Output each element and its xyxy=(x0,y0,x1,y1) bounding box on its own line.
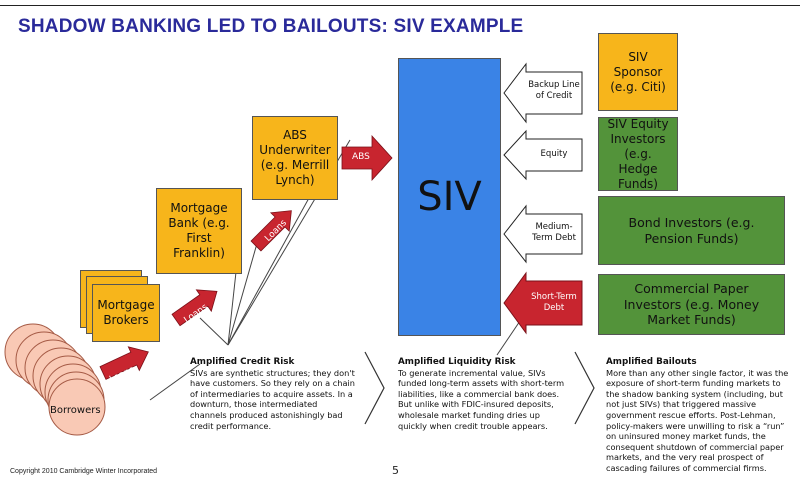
medium-term-arrow xyxy=(503,204,583,264)
connector-line xyxy=(227,177,321,346)
chevron-right-icon xyxy=(364,351,385,425)
equity-label: Equity xyxy=(540,149,568,159)
credit-risk-body: SIVs are synthetic structures; they don'… xyxy=(190,367,355,431)
backup-arrow xyxy=(503,62,583,124)
bailouts-body: More than any other single factor, it wa… xyxy=(606,367,789,473)
siv-equity-investors-box: SIV Equity Investors (e.g. Hedge Funds) xyxy=(598,117,678,191)
liquidity-risk-title: Amplified Liquidity Risk xyxy=(398,357,516,367)
connector-line xyxy=(199,317,229,346)
medium-term-label: Medium-Term Debt xyxy=(532,222,576,243)
chevron-right-icon xyxy=(574,351,595,425)
page-title: SHADOW BANKING LED TO BAILOUTS: SIV EXAM… xyxy=(18,16,524,37)
bailouts-title: Amplified Bailouts xyxy=(606,357,697,367)
bond-investors-box: Bond Investors (e.g. Pension Funds) xyxy=(598,196,785,265)
borrowers-label: Borrowers xyxy=(50,405,101,416)
credit-risk-text: Amplified Credit Risk SIVs are synthetic… xyxy=(190,357,355,431)
loans-arrow-1 xyxy=(99,346,149,380)
top-rule xyxy=(0,5,800,6)
borrowers-group xyxy=(4,323,106,436)
commercial-paper-investors-box: Commercial Paper Investors (e.g. Money M… xyxy=(598,274,785,335)
siv-box: SIV xyxy=(398,58,501,336)
bailouts-text: Amplified Bailouts More than any other s… xyxy=(606,357,796,474)
copyright-text: Copyright 2010 Cambridge Winter Incorpor… xyxy=(10,468,158,475)
connector-line xyxy=(227,271,237,346)
mortgage-brokers-box: Mortgage Brokers xyxy=(92,284,160,342)
equity-arrow xyxy=(503,129,583,181)
abs-label: ABS xyxy=(352,152,370,162)
loans-arrow-3 xyxy=(250,210,292,252)
loans-arrow-2 xyxy=(171,289,218,327)
abs-underwriter-box: ABS Underwriter (e.g. Merrill Lynch) xyxy=(252,116,338,200)
siv-sponsor-box: SIV Sponsor (e.g. Citi) xyxy=(598,33,678,111)
connector-line xyxy=(496,317,523,356)
credit-risk-title: Amplified Credit Risk xyxy=(190,357,295,367)
backup-label: Backup Line of Credit xyxy=(528,80,580,101)
liquidity-risk-text: Amplified Liquidity Risk To generate inc… xyxy=(398,357,570,431)
abs-arrow xyxy=(341,134,393,182)
short-term-label: Short-Term Debt xyxy=(531,292,577,313)
page-number: 5 xyxy=(392,464,399,477)
connector-line xyxy=(149,363,201,401)
liquidity-risk-body: To generate incremental value, SIVs fund… xyxy=(398,367,565,431)
mortgage-bank-box: Mortgage Bank (e.g. First Franklin) xyxy=(156,188,242,274)
connector-line xyxy=(227,239,259,346)
short-term-arrow xyxy=(503,271,583,335)
